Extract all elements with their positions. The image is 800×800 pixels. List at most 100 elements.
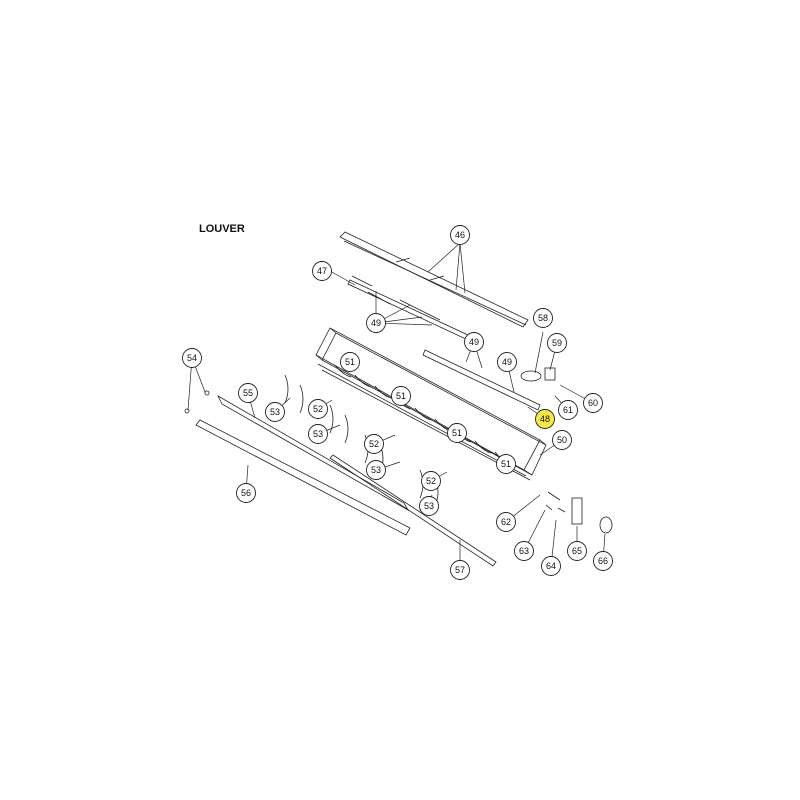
clip-strip — [347, 279, 471, 341]
callout-label: 64 — [546, 561, 556, 571]
motor-disc — [520, 370, 542, 382]
callout-circle — [308, 399, 328, 419]
callout-53: 53 — [366, 460, 386, 480]
callout-label: 60 — [588, 398, 598, 408]
callout-53: 53 — [265, 402, 285, 422]
callout-circle — [496, 454, 516, 474]
callout-label: 55 — [243, 388, 253, 398]
callout-60: 60 — [583, 393, 603, 413]
callout-label: 51 — [501, 459, 511, 469]
callout-label: 57 — [455, 565, 465, 575]
callout-53: 53 — [308, 424, 328, 444]
callout-circle — [391, 386, 411, 406]
rod — [329, 454, 497, 567]
callout-49: 49 — [497, 352, 517, 372]
callout-label: 62 — [501, 517, 511, 527]
callout-46: 46 — [450, 225, 470, 245]
callout-circle — [593, 551, 613, 571]
callout-label: 66 — [598, 556, 608, 566]
callout-label: 47 — [317, 266, 327, 276]
callout-49: 49 — [464, 332, 484, 352]
callout-label: 53 — [270, 407, 280, 417]
callout-circle — [567, 541, 587, 561]
callout-47: 47 — [312, 261, 332, 281]
callout-59: 59 — [547, 333, 567, 353]
callout-51: 51 — [391, 386, 411, 406]
louver-frame — [315, 327, 541, 471]
callout-52: 52 — [421, 471, 441, 491]
callout-label: 61 — [563, 405, 573, 415]
callout-58: 58 — [533, 308, 553, 328]
callout-circle — [421, 471, 441, 491]
callout-label: 53 — [424, 501, 434, 511]
callout-label: 51 — [452, 428, 462, 438]
callout-circle — [312, 261, 332, 281]
callout-57: 57 — [450, 560, 470, 580]
callout-circle — [496, 512, 516, 532]
callout-label: 52 — [313, 404, 323, 414]
callout-62: 62 — [496, 512, 516, 532]
callout-circle — [366, 460, 386, 480]
callout-48-highlighted: 48 — [535, 409, 555, 429]
callout-circle — [447, 423, 467, 443]
callout-layer: 46 47 49 49 49 58 59 54 51 55 53 52 51 60 61 48 53 52 51 50… — [182, 225, 613, 580]
callout-66: 66 — [593, 551, 613, 571]
callout-circle — [497, 352, 517, 372]
callout-circle — [238, 383, 258, 403]
callout-circle — [558, 400, 578, 420]
callout-64: 64 — [541, 556, 561, 576]
callout-56: 56 — [236, 483, 256, 503]
bracket-65 — [571, 497, 583, 525]
callout-label: 46 — [455, 230, 465, 240]
callout-circle — [535, 409, 555, 429]
callout-51: 51 — [447, 423, 467, 443]
diagram-title: LOUVER — [199, 223, 245, 235]
callout-circle — [182, 348, 202, 368]
callout-circle — [340, 352, 360, 372]
callout-circle — [547, 333, 567, 353]
callout-label: 58 — [538, 313, 548, 323]
callout-52: 52 — [364, 434, 384, 454]
callout-circle — [514, 541, 534, 561]
callout-circle — [450, 225, 470, 245]
callout-label: 51 — [345, 357, 355, 367]
callout-circle — [541, 556, 561, 576]
callout-61: 61 — [558, 400, 578, 420]
top-panel — [339, 231, 529, 328]
callout-label: 59 — [552, 338, 562, 348]
callout-63: 63 — [514, 541, 534, 561]
callout-54: 54 — [182, 348, 202, 368]
callout-55: 55 — [238, 383, 258, 403]
callout-52: 52 — [308, 399, 328, 419]
callout-51: 51 — [496, 454, 516, 474]
callout-circle — [419, 496, 439, 516]
callout-65: 65 — [567, 541, 587, 561]
callout-49: 49 — [366, 313, 386, 333]
callout-label: 49 — [502, 357, 512, 367]
callout-label: 50 — [557, 435, 567, 445]
callout-50: 50 — [552, 430, 572, 450]
callout-circle — [583, 393, 603, 413]
callout-label: 52 — [426, 476, 436, 486]
callout-label: 53 — [313, 429, 323, 439]
callout-label: 51 — [396, 391, 406, 401]
callout-circle — [265, 402, 285, 422]
callout-51: 51 — [340, 352, 360, 372]
callout-label: 48 — [540, 414, 550, 424]
callout-label: 53 — [371, 465, 381, 475]
callout-label: 56 — [241, 488, 251, 498]
callout-circle — [366, 313, 386, 333]
callout-circle — [533, 308, 553, 328]
lower-clip-strip — [422, 349, 541, 411]
callout-label: 49 — [371, 318, 381, 328]
callout-label: 65 — [572, 546, 582, 556]
callout-circle — [552, 430, 572, 450]
callout-label: 52 — [369, 439, 379, 449]
callout-circle — [364, 434, 384, 454]
cap-66 — [599, 516, 613, 534]
callout-label: 49 — [469, 337, 479, 347]
callout-label: 63 — [519, 546, 529, 556]
callout-label: 54 — [187, 353, 197, 363]
bottom-panel — [195, 419, 411, 536]
